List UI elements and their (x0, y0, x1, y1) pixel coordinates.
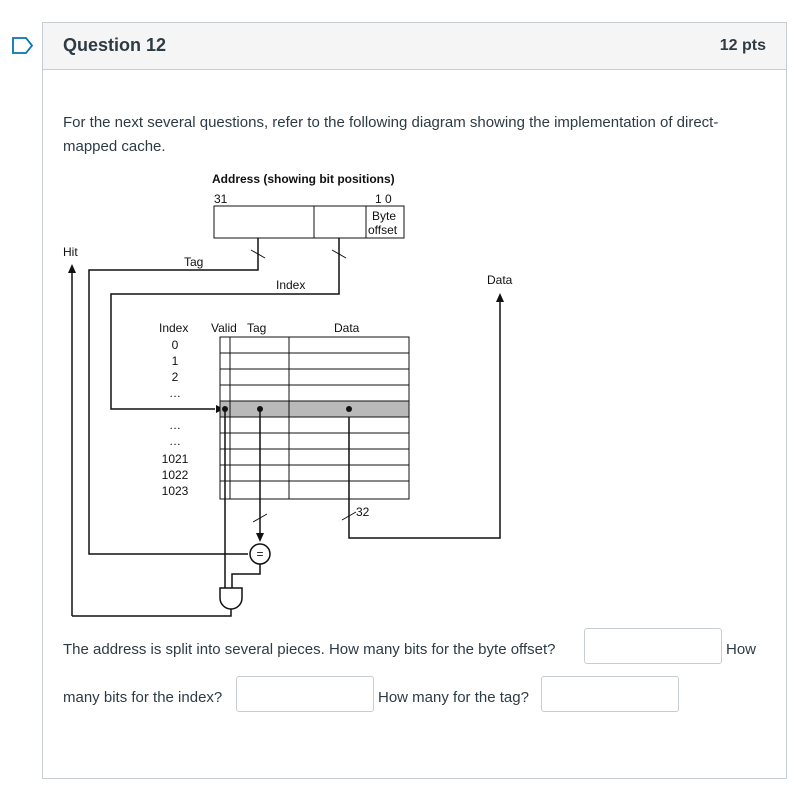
direct-mapped-cache-diagram: Address (showing bit positions) 31 1 0 B… (63, 172, 513, 617)
prompt-index: many bits for the index? (63, 689, 223, 706)
bit-31-label: 31 (214, 192, 228, 206)
row-label: 2 (172, 370, 179, 384)
col-index-header: Index (159, 321, 188, 335)
row-label: 1022 (162, 468, 189, 482)
row-label: … (169, 418, 181, 432)
prompt-tag: How many for the tag? (378, 689, 529, 706)
and-gate-icon (219, 587, 243, 610)
question-header: Question 12 12 pts (43, 23, 786, 70)
tag-input[interactable] (541, 676, 679, 712)
byte-label: Byte (372, 209, 396, 223)
col-valid-header: Valid (211, 321, 237, 335)
tag-label: Tag (184, 255, 203, 269)
row-label: 1 (172, 354, 179, 368)
row-label: 1023 (162, 484, 189, 498)
comparator-label: = (256, 547, 263, 561)
selected-row-highlight (220, 401, 409, 417)
byte-offset-input[interactable] (584, 628, 722, 664)
index-label: Index (276, 278, 305, 292)
data-out-label: Data (487, 273, 513, 287)
cache-table (219, 336, 410, 500)
question-intro: For the next several questions, refer to… (63, 114, 719, 155)
question-points: 12 pts (719, 37, 766, 54)
address-register (213, 205, 405, 239)
row-label: 0 (172, 338, 179, 352)
bit-10-label: 1 0 (375, 192, 392, 206)
width-32-label: 32 (356, 505, 370, 519)
prompt-byte-offset: The address is split into several pieces… (63, 641, 556, 658)
index-input[interactable] (236, 676, 374, 712)
address-title: Address (showing bit positions) (212, 172, 395, 186)
row-label: 1021 (162, 452, 189, 466)
row-label: … (169, 386, 181, 400)
col-data-header: Data (334, 321, 360, 335)
offset-label: offset (368, 223, 398, 237)
question-card: Question 12 12 pts For the next several … (42, 22, 787, 779)
question-title: Question 12 (63, 35, 167, 55)
col-tag-header: Tag (247, 321, 266, 335)
row-label: … (169, 434, 181, 448)
prompt-how: How (726, 641, 757, 658)
bookmark-icon[interactable] (12, 37, 34, 54)
hit-label: Hit (63, 245, 78, 259)
